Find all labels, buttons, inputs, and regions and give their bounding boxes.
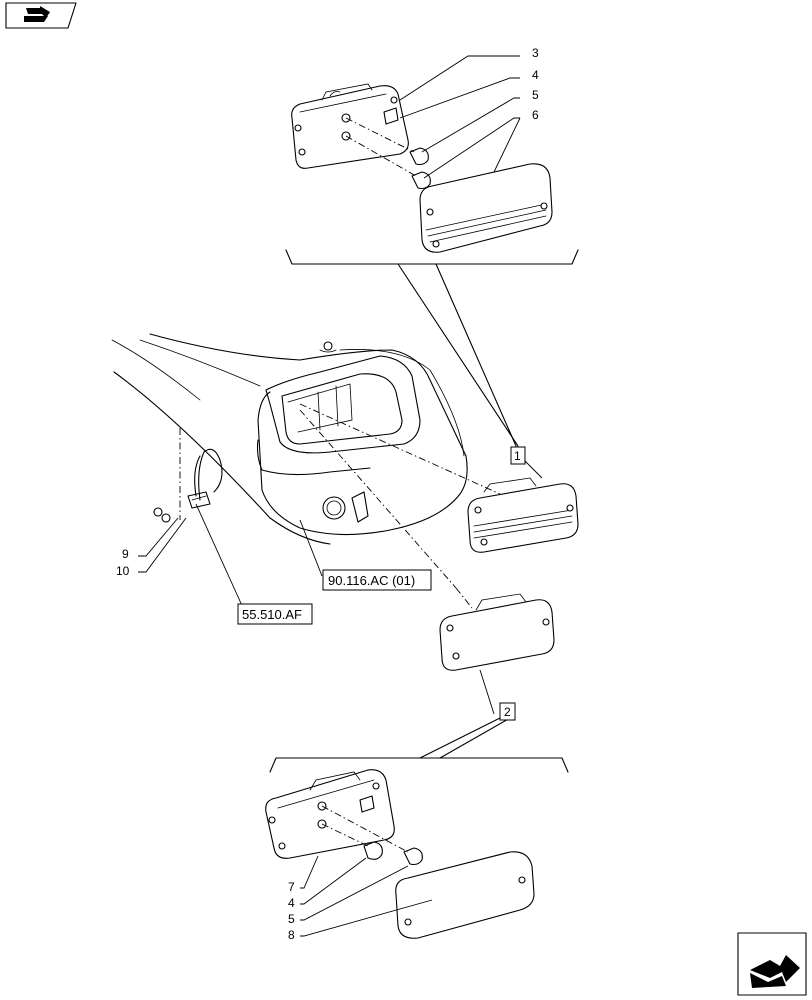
callout-labels: 3 4 5 6 9 10 7 4 5 8 (116, 46, 539, 942)
reference-body-text: 90.116.AC (01) (328, 573, 415, 588)
callout-5-top: 5 (532, 88, 539, 102)
reference-harness-text: 55.510.AF (242, 607, 302, 622)
lamp-housing-top (291, 83, 409, 169)
leader-lines (138, 55, 543, 937)
callout-3: 3 (532, 46, 539, 60)
back-nav-button[interactable] (5, 2, 77, 29)
callout-10: 10 (116, 564, 130, 578)
back-arrow-icon (24, 6, 50, 22)
reference-link-harness[interactable]: 55.510.AF (237, 603, 313, 625)
lamp-assembly-1 (467, 477, 579, 553)
lamp-lens-top (419, 163, 553, 253)
callout-4-top: 4 (532, 68, 539, 82)
bulb-top-1 (409, 147, 429, 166)
lamp-housing-bottom (265, 769, 395, 859)
bulb-bottom-2 (403, 847, 423, 866)
lamp-assembly-2 (439, 593, 555, 671)
forward-arrow-icon (750, 955, 800, 988)
wiring-harness (187, 448, 223, 509)
callout-2: 2 (504, 705, 511, 719)
callout-5-bottom: 5 (288, 912, 295, 926)
bulb-top-2 (411, 171, 431, 190)
bulb-bottom-1 (363, 841, 383, 860)
callout-4-bottom: 4 (288, 896, 295, 910)
callout-box-1: 1 (510, 446, 526, 465)
washer-10 (161, 513, 171, 523)
lamp-lens-bottom (395, 851, 535, 939)
callout-6: 6 (532, 108, 539, 122)
vehicle-body-panel (111, 333, 468, 545)
callout-9: 9 (122, 547, 129, 561)
reference-link-body[interactable]: 90.116.AC (01) (322, 569, 432, 591)
callout-box-2: 2 (499, 702, 516, 721)
callout-7: 7 (288, 880, 295, 894)
forward-nav-button[interactable] (737, 932, 807, 996)
nut-9 (153, 507, 163, 517)
callout-8: 8 (288, 928, 295, 942)
callout-1: 1 (514, 449, 521, 463)
